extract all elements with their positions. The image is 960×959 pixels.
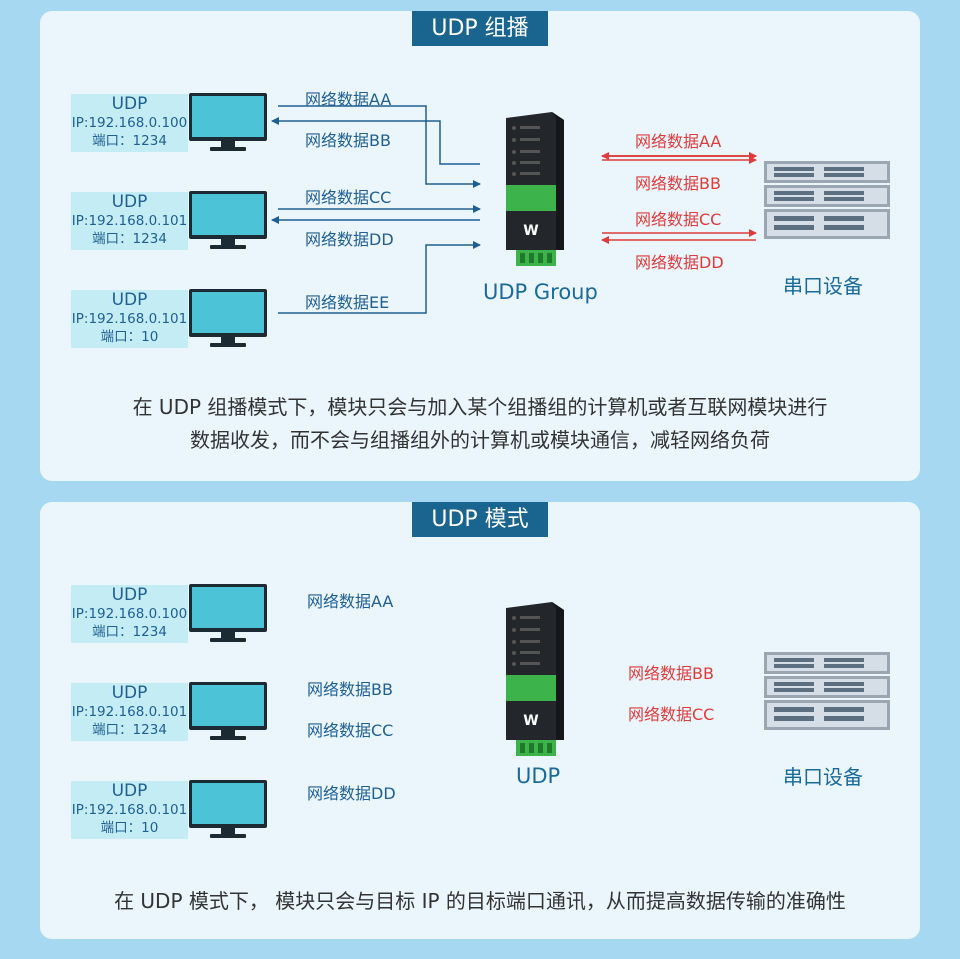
pc-label-2: UDP IP:192.168.0.101 端口：1234 — [71, 192, 188, 250]
pc-port: 端口：1234 — [92, 722, 167, 738]
pc-port: 端口：10 — [100, 329, 159, 345]
net-label-cc: 网络数据CC — [305, 188, 392, 207]
pc-label-1: UDP IP:192.168.0.100 端口：1234 — [71, 94, 188, 152]
monitor-icon — [189, 682, 267, 740]
pc-name: UDP — [111, 290, 148, 310]
serial-label-aa: 网络数据AA — [635, 132, 722, 151]
serial-label-cc: 网络数据CC — [635, 210, 722, 229]
monitor-icon — [189, 780, 267, 838]
pc-label-2: UDP IP:192.168.0.101 端口：1234 — [71, 683, 188, 741]
serial-label-bb: 网络数据BB — [628, 664, 714, 683]
pc-name: UDP — [111, 94, 148, 114]
monitor-icon — [189, 584, 267, 642]
svg-text:W: W — [523, 713, 538, 729]
net-label-aa: 网络数据AA — [307, 592, 394, 611]
description-multicast: 在 UDP 组播模式下，模块只会与加入某个组播组的计算机或者互联网模块进行 数据… — [40, 391, 920, 457]
serial-device-label: 串口设备 — [783, 765, 863, 789]
serial-label-bb: 网络数据BB — [635, 174, 721, 193]
serial-device-label: 串口设备 — [783, 274, 863, 298]
pc-port: 端口：10 — [100, 820, 159, 836]
net-label-dd: 网络数据DD — [307, 784, 396, 803]
pc-port: 端口：1234 — [92, 624, 167, 640]
udp-module-icon: W — [506, 602, 564, 756]
pc-ip: IP:192.168.0.100 — [71, 606, 188, 622]
description-udp: 在 UDP 模式下， 模块只会与目标 IP 的目标端口通讯，从而提高数据传输的准… — [114, 889, 846, 913]
pc-port: 端口：1234 — [92, 231, 167, 247]
pc-ip: IP:192.168.0.101 — [71, 213, 188, 229]
description-line-1: 在 UDP 组播模式下，模块只会与加入某个组播组的计算机或者互联网模块进行 — [132, 395, 828, 419]
serial-label-cc: 网络数据CC — [628, 705, 715, 724]
monitor-icon — [189, 289, 267, 347]
panel-title-udp: UDP 模式 — [412, 502, 548, 537]
pc-ip: IP:192.168.0.100 — [71, 115, 188, 131]
pc-label-3: UDP IP:192.168.0.101 端口：10 — [71, 290, 188, 348]
net-label-cc: 网络数据CC — [307, 721, 394, 740]
serial-device-icon — [764, 161, 890, 239]
pc-name: UDP — [111, 683, 148, 703]
pc-name: UDP — [111, 585, 148, 605]
device-name-udp-group: UDP Group — [483, 280, 598, 304]
net-label-dd: 网络数据DD — [305, 230, 394, 249]
pc-name: UDP — [111, 192, 148, 212]
net-label-bb: 网络数据BB — [307, 680, 393, 699]
pc-ip: IP:192.168.0.101 — [71, 311, 188, 327]
pc-ip: IP:192.168.0.101 — [71, 704, 188, 720]
device-name-udp: UDP — [516, 764, 561, 788]
svg-text:W: W — [523, 223, 538, 239]
serial-device-icon — [764, 652, 890, 730]
pc-port: 端口：1234 — [92, 133, 167, 149]
net-label-bb: 网络数据BB — [305, 131, 391, 150]
panel-title-multicast: UDP 组播 — [412, 11, 548, 46]
monitor-icon — [189, 93, 267, 151]
net-label-ee: 网络数据EE — [305, 293, 390, 312]
serial-label-dd: 网络数据DD — [635, 253, 724, 272]
pc-name: UDP — [111, 781, 148, 801]
pc-label-3: UDP IP:192.168.0.101 端口：10 — [71, 781, 188, 839]
net-label-aa: 网络数据AA — [305, 90, 392, 109]
monitor-icon — [189, 191, 267, 249]
description-line-2: 数据收发，而不会与组播组外的计算机或模块通信，减轻网络负荷 — [190, 428, 770, 452]
pc-ip: IP:192.168.0.101 — [71, 802, 188, 818]
udp-module-icon: W — [506, 112, 564, 266]
pc-label-1: UDP IP:192.168.0.100 端口：1234 — [71, 585, 188, 643]
